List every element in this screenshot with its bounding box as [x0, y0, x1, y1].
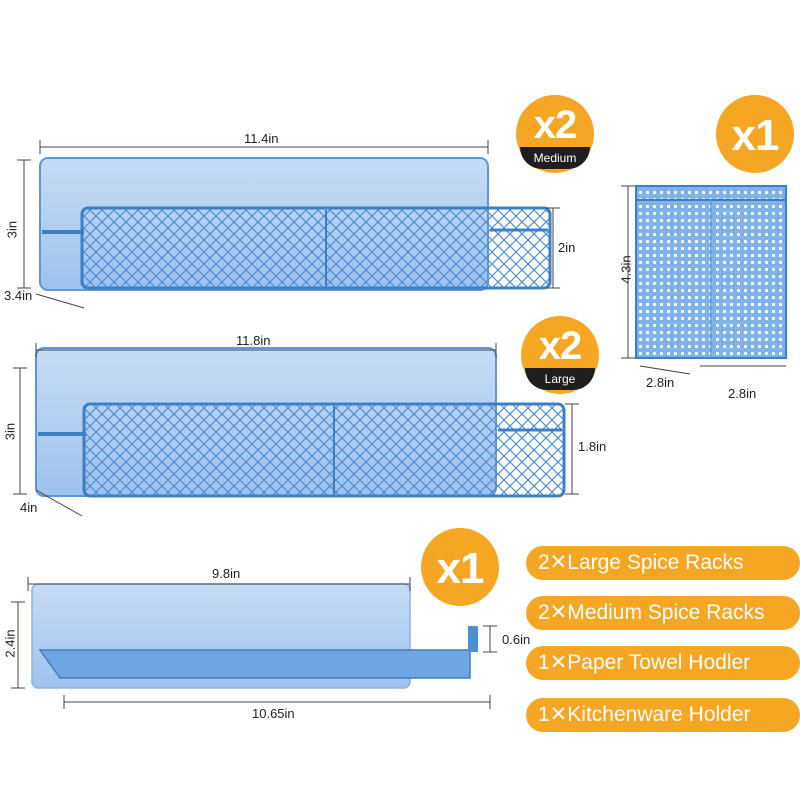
holder-width: 2.8in [728, 386, 757, 401]
medium-size-label: Medium [520, 147, 590, 169]
holder-quantity-badge: x1 [716, 95, 794, 173]
holder-depth: 2.8in [646, 375, 675, 390]
towel-qty: x1 [436, 544, 485, 593]
medium-rack-height: 3in [4, 220, 20, 239]
large-quantity-badge: x2 Large [521, 316, 599, 394]
towel-bar-height: 0.6in [502, 632, 531, 647]
contents-item-towel-holder: 1✕Paper Towel Hodler [526, 646, 800, 680]
medium-qty: x2 [533, 103, 578, 147]
large-size-label: Large [525, 368, 595, 390]
large-rack-basket-height: 1.8in [578, 439, 607, 454]
contents-item-kitchenware-holder: 1✕Kitchenware Holder [526, 698, 800, 732]
large-spice-rack [35, 347, 566, 498]
holder-height: 4.3in [618, 255, 634, 284]
dimension-lines [11, 140, 786, 709]
kitchenware-holder [635, 185, 787, 359]
towel-holder-height: 2.4in [2, 629, 18, 658]
paper-towel-holder [31, 583, 478, 689]
holder-qty: x1 [731, 111, 780, 160]
large-rack-height: 3in [2, 422, 18, 441]
towel-quantity-badge: x1 [421, 528, 499, 606]
large-rack-width: 11.8in [236, 333, 271, 348]
contents-item-medium-racks: 2✕Medium Spice Racks [526, 596, 800, 630]
large-rack-depth: 4in [20, 500, 38, 515]
towel-bar-length: 10.65in [252, 706, 295, 721]
medium-quantity-badge: x2 Medium [516, 95, 594, 173]
large-qty: x2 [538, 324, 583, 368]
medium-spice-rack [39, 157, 552, 291]
medium-rack-basket-height: 2in [558, 240, 576, 255]
towel-holder-width: 9.8in [212, 566, 241, 581]
medium-rack-depth: 3.4in [4, 288, 33, 303]
medium-rack-width: 11.4in [244, 131, 279, 146]
contents-item-large-racks: 2✕Large Spice Racks [526, 546, 800, 580]
